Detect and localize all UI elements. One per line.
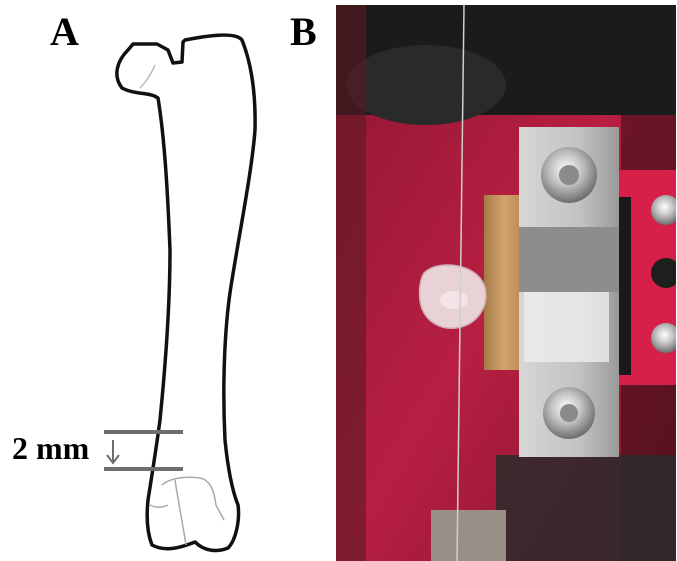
fixture-edge (336, 5, 366, 561)
specimen-highlight (440, 291, 468, 309)
femur-drawing (0, 0, 330, 561)
lower-block (431, 510, 506, 561)
clamp-band (519, 227, 619, 292)
measurement-label: 2 mm (12, 432, 89, 464)
clamp-bolt-top-hex (559, 165, 579, 185)
femur-outline (117, 35, 255, 550)
specimen-photo (336, 5, 676, 561)
wood-block (484, 195, 524, 370)
femoral-head-line (140, 65, 155, 88)
condyle-detail-3 (150, 505, 168, 507)
condyle-detail-2 (175, 480, 186, 545)
clamp-highlight (524, 292, 609, 362)
clamp-bolt-bottom-hex (560, 404, 578, 422)
lower-base (496, 455, 676, 561)
top-fixture-shadow (346, 45, 506, 125)
condyle-detail (162, 477, 224, 520)
